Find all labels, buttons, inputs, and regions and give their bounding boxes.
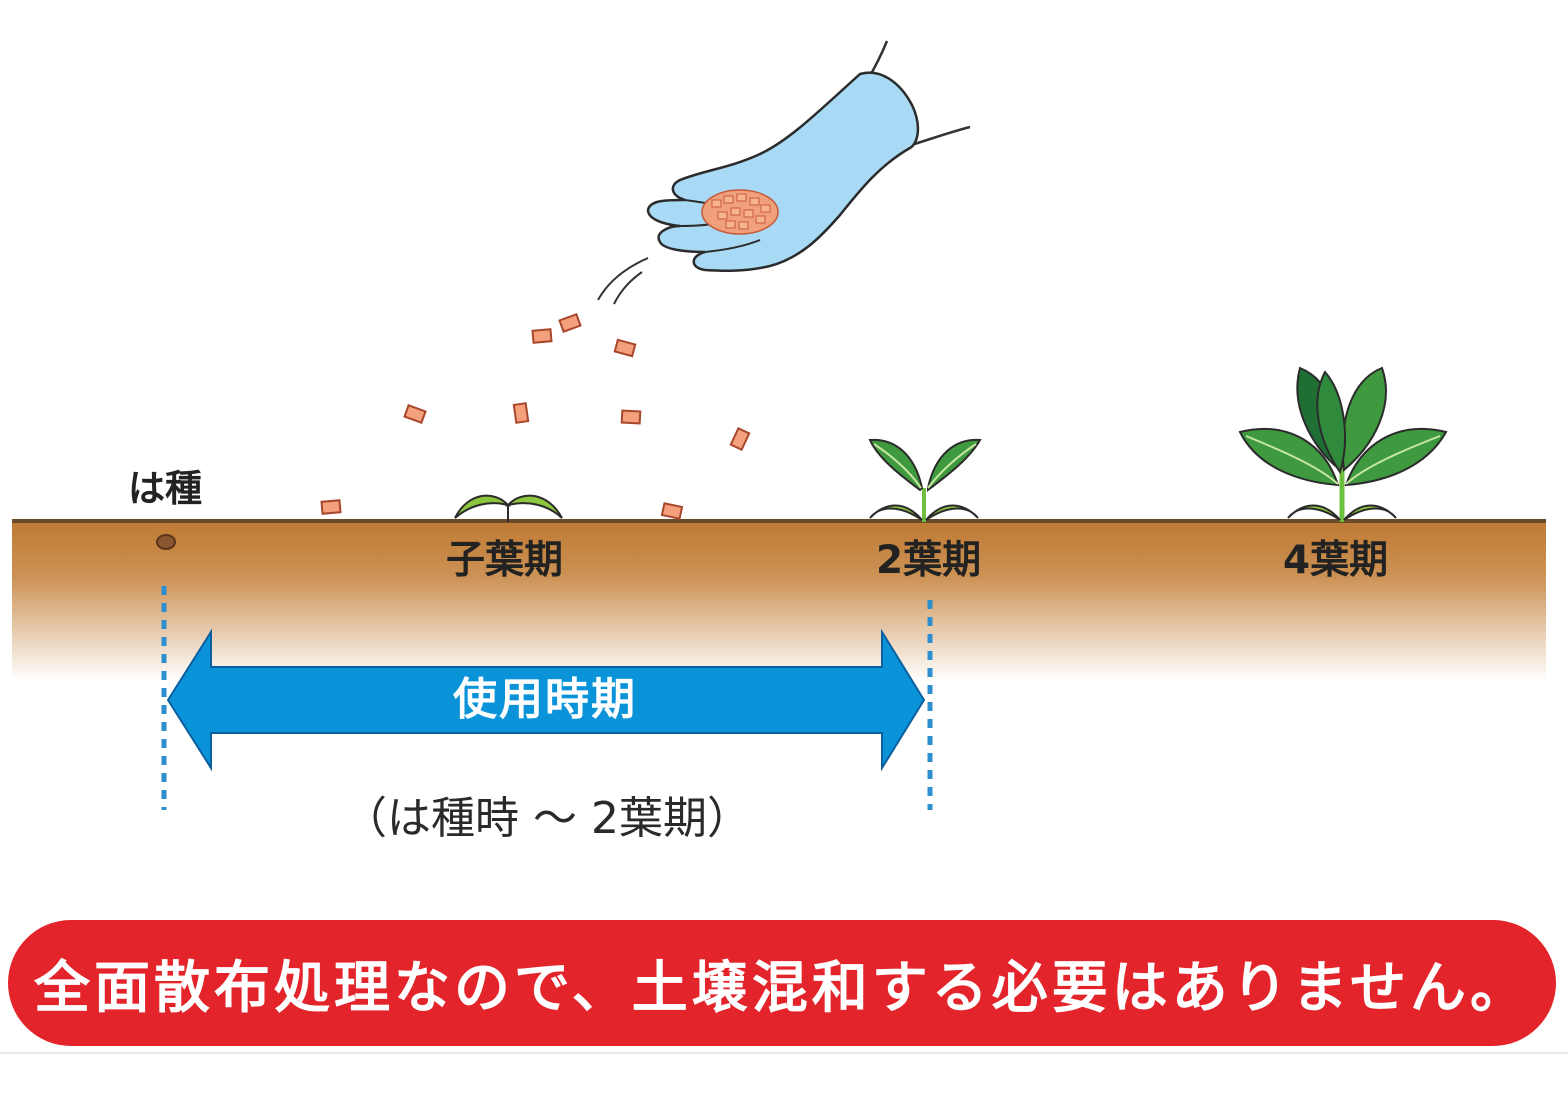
glove-hand-icon	[646, 40, 971, 272]
notice-banner-text: 全面散布処理なので、土壌混和する必要はありません。	[33, 955, 1531, 1021]
bottom-divider	[0, 1052, 1568, 1054]
soil-band	[12, 521, 1546, 681]
usage-period-label: 使用時期	[453, 674, 637, 725]
granule-icon	[613, 338, 637, 358]
motion-line	[613, 271, 643, 305]
seed-icon	[156, 534, 176, 550]
granule-icon	[320, 499, 342, 515]
two-leaf-stage-label: 2葉期	[876, 538, 982, 583]
granule-icon	[729, 426, 751, 452]
granule-icon	[660, 502, 684, 520]
granule-icon	[531, 328, 553, 344]
plant-4leaf-icon	[1238, 366, 1448, 522]
granule-icon	[512, 402, 530, 424]
granule-icon	[620, 409, 642, 425]
granule-icon	[403, 404, 427, 424]
usage-period-range: （は種時 〜 2葉期）	[343, 793, 751, 844]
notice-banner: 全面散布処理なので、土壌混和する必要はありません。	[8, 920, 1556, 1046]
sprout-icon	[454, 494, 563, 522]
usage-period-arrow	[166, 628, 926, 772]
seed-stage-label: は種	[128, 467, 202, 510]
plant-2leaf-icon	[868, 438, 982, 522]
motion-line	[597, 257, 649, 301]
cotyledon-stage-label: 子葉期	[446, 538, 564, 583]
soil-surface	[12, 519, 1546, 523]
four-leaf-stage-label: 4葉期	[1283, 538, 1389, 583]
granule-icon	[558, 313, 582, 333]
